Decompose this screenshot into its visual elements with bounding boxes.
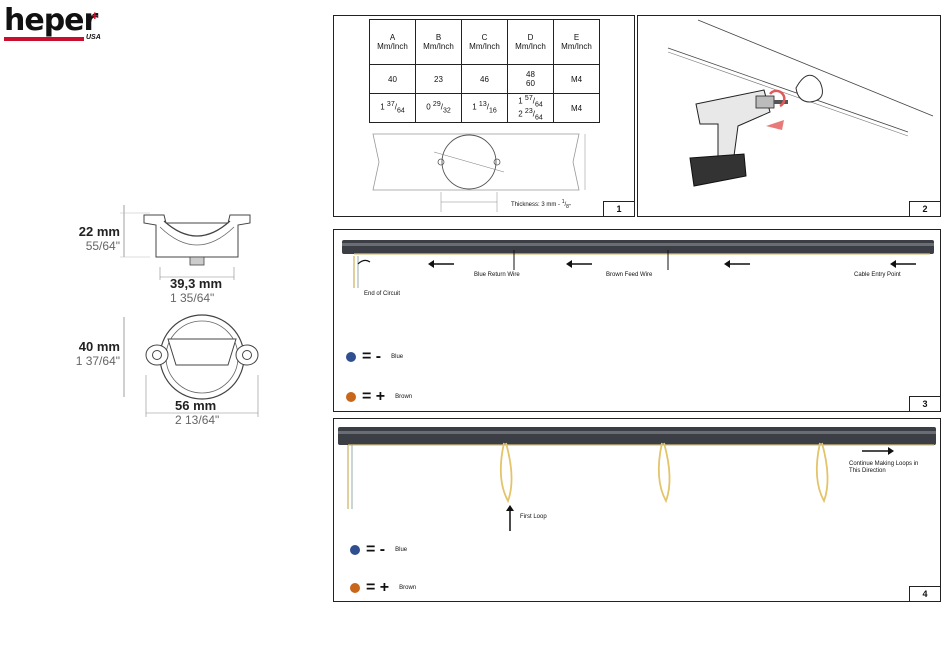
panel-number: 2: [909, 201, 940, 216]
third-loop: [815, 442, 829, 504]
depth-inch: 1 37/64": [75, 354, 120, 368]
width-large-dimension: 56 mm 2 13/64": [175, 398, 219, 427]
side-view-drawing: [120, 205, 251, 280]
drill-icon: [689, 89, 788, 187]
continue-loops-label-2: This Direction: [849, 468, 886, 474]
legend-brown-sign: = +: [366, 579, 390, 596]
top-view-drawing: [123, 314, 259, 417]
direction-arrow-icon: [888, 447, 894, 455]
width-large-mm: 56 mm: [175, 398, 217, 413]
cell-a-mm: 40: [369, 64, 416, 94]
cell-b-mm: 23: [415, 64, 462, 94]
loop-rail-drawing: [338, 427, 936, 531]
width-small-mm: 39,3 mm: [170, 276, 223, 291]
blue-dot-icon: [346, 352, 356, 362]
brown-feed-wire-label: Brown Feed Wire: [606, 272, 653, 278]
legend-blue-name: Blue: [391, 354, 404, 360]
legend-brown-name: Brown: [399, 585, 417, 591]
brown-dot-icon: [350, 583, 360, 593]
panel-3-wiring: End of Circuit Blue Return Wire Brown Fe…: [333, 229, 941, 412]
first-loop-label: First Loop: [520, 514, 547, 520]
logo-suffix: USA: [86, 34, 101, 41]
cell-a-inch: 1 37/64: [369, 93, 416, 123]
plate-drawing: [372, 133, 586, 212]
thickness-note: Thickness: 3 mm - 1/8": [511, 199, 571, 211]
width-small-dimension: 39,3 mm 1 35/64": [170, 276, 222, 305]
legend-blue: = - Blue: [346, 348, 403, 366]
product-drawings: [120, 205, 259, 417]
width-small-inch: 1 35/64": [170, 291, 215, 305]
second-loop: [657, 442, 671, 504]
panel-number: 1: [603, 201, 634, 216]
first-loop: [499, 442, 513, 504]
logo-plus: +: [91, 8, 99, 23]
depth-mm: 40 mm: [78, 339, 120, 354]
legend-brown-name: Brown: [395, 394, 413, 400]
brown-dot-icon: [346, 392, 356, 402]
cell-e-inch: M4: [553, 93, 600, 123]
blue-return-wire-label: Blue Return Wire: [474, 272, 520, 278]
legend-blue-sign: = -: [366, 541, 386, 558]
blue-dot-icon: [350, 545, 360, 555]
legend-blue-name: Blue: [395, 547, 408, 553]
panel-number: 3: [909, 396, 940, 411]
height-inch: 55/64": [85, 239, 120, 253]
legend-brown: = + Brown: [346, 388, 412, 406]
legend-blue-sign: = -: [362, 348, 382, 365]
panel-number: 4: [909, 586, 940, 601]
profile-rail-drawing: [342, 240, 934, 288]
cell-c-mm: 46: [461, 64, 508, 94]
cell-c-inch: 1 13/16: [461, 93, 508, 123]
logo-underline: [4, 37, 84, 41]
width-large-inch: 2 13/64": [175, 413, 220, 427]
cell-b-inch: 0 29/32: [415, 93, 462, 123]
first-loop-arrow-icon: [506, 505, 514, 511]
panel-4-loops: First Loop Continue Making Loops in This…: [333, 418, 941, 602]
cell-e-mm: M4: [553, 64, 600, 94]
cable-entry-point-label: Cable Entry Point: [854, 272, 901, 278]
legend-brown: = + Brown: [350, 579, 416, 597]
legend-brown-sign: = +: [362, 388, 386, 405]
panel-2-drill-illustration: 2: [637, 15, 941, 217]
insert-arrow-icon: [766, 120, 784, 130]
end-of-circuit-label: End of Circuit: [364, 291, 401, 297]
brand-logo: heper + USA: [4, 6, 104, 44]
continue-loops-label-1: Continue Making Loops in: [849, 461, 919, 467]
drill-drawing: [667, 19, 934, 187]
height-mm: 22 mm: [78, 224, 120, 239]
legend-blue: = - Blue: [350, 541, 407, 559]
logo-wordmark: heper: [4, 3, 98, 38]
